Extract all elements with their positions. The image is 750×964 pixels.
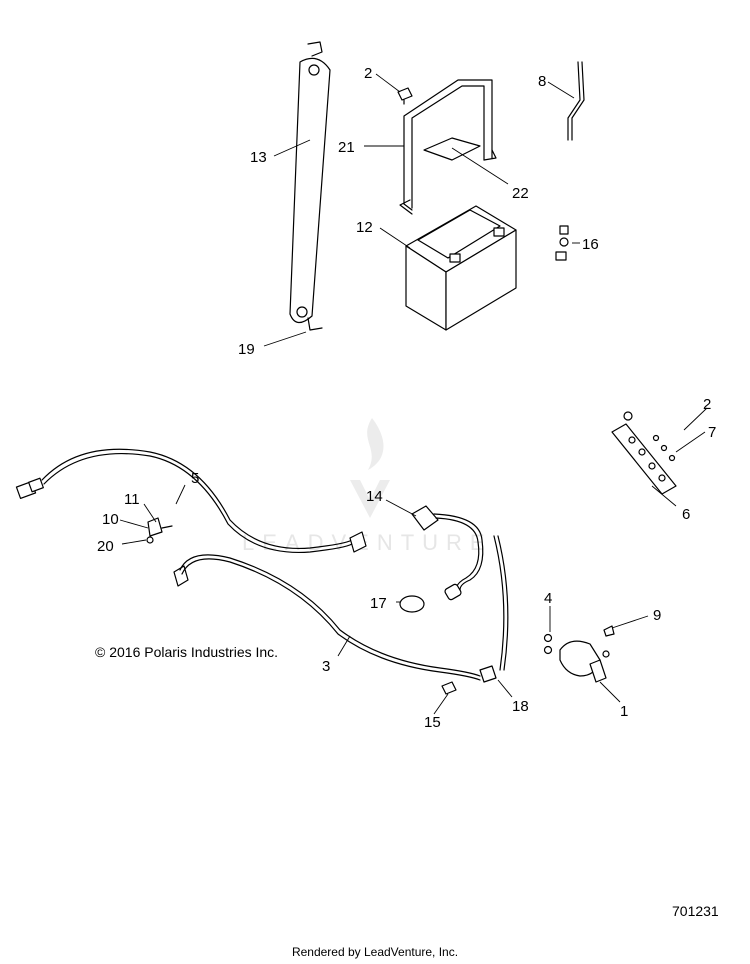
callout-12: 12 (356, 219, 373, 236)
battery (405, 205, 517, 331)
callout-6: 6 (682, 506, 690, 523)
ground-cable (493, 535, 509, 671)
callout-3: 3 (322, 658, 330, 675)
leader-lines (119, 73, 708, 715)
callout-11: 11 (124, 491, 140, 508)
callout-14: 14 (366, 488, 383, 505)
callout-18: 18 (512, 698, 529, 715)
relay-assembly (543, 625, 615, 683)
callouts: 13 2 8 21 22 12 16 19 2 7 6 5 11 10 20 1… (97, 65, 716, 731)
callout-21: 21 (338, 139, 355, 156)
bolt-15 (441, 681, 457, 695)
callout-20: 20 (97, 538, 114, 555)
footer-credit: Rendered by LeadVenture, Inc. (291, 945, 459, 959)
callout-4: 4 (544, 590, 552, 607)
wire-harness (15, 448, 367, 554)
callout-13: 13 (250, 149, 267, 166)
bolt-top (397, 87, 413, 105)
callout-2-right: 2 (703, 396, 711, 413)
callout-10: 10 (102, 511, 119, 528)
diagram-id: 701231 (672, 903, 719, 919)
cable-clamp (399, 595, 425, 613)
terminal-block (611, 411, 677, 495)
callout-17: 17 (370, 595, 387, 612)
terminal-hardware (555, 225, 569, 261)
callout-9: 9 (653, 607, 661, 624)
callout-5: 5 (191, 470, 199, 487)
battery-bracket (399, 79, 497, 215)
callout-7: 7 (708, 424, 716, 441)
bracket-pad (423, 137, 481, 161)
copyright-notice: © 2016 Polaris Industries Inc. (95, 644, 279, 660)
callout-16: 16 (582, 236, 599, 253)
callout-15: 15 (424, 714, 441, 731)
negative-cable (173, 554, 497, 683)
positive-cable (411, 505, 484, 601)
callout-19: 19 (238, 341, 255, 358)
callout-2-top: 2 (364, 65, 372, 82)
vent-rod (567, 61, 585, 141)
callout-8: 8 (538, 73, 546, 90)
battery-strap (289, 41, 331, 331)
harness-clip (146, 517, 173, 544)
callout-1: 1 (620, 703, 628, 720)
callout-22: 22 (512, 185, 529, 202)
